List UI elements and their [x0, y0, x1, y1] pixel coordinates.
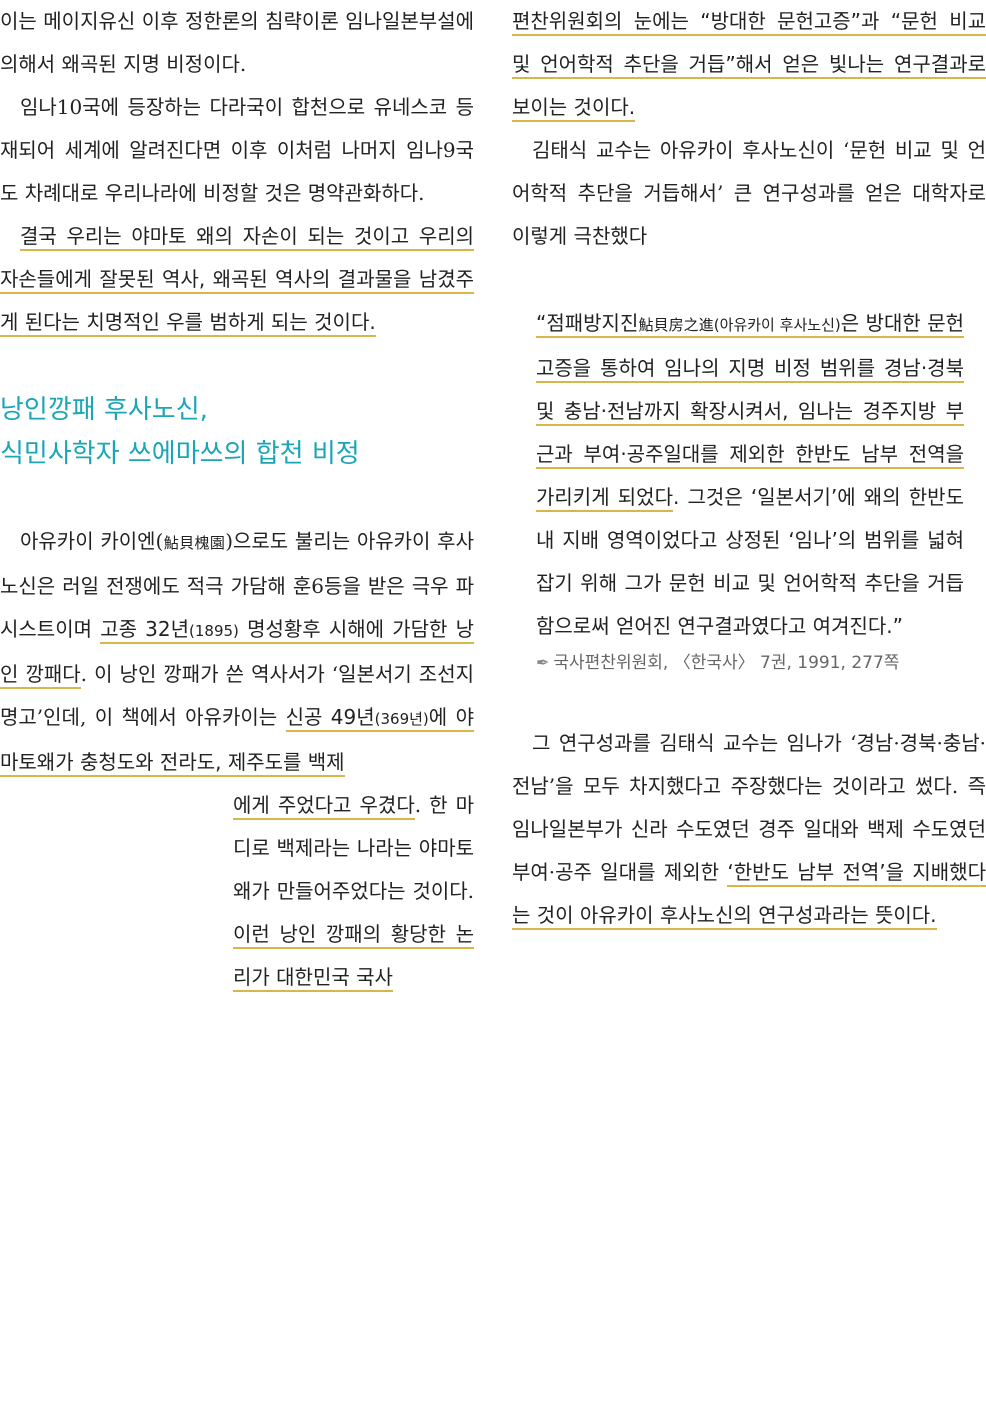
paragraph-narrow: 에게 주었다고 우겼다. 한 마디로 백제라는 나라는 야마토왜가 만들어주었다… — [233, 784, 474, 999]
section-heading: 낭인깡패 후사노신, 식민사학자 쓰에마쓰의 합천 비정 — [0, 388, 474, 476]
section-heading-line: 낭인깡패 후사노신, — [0, 395, 208, 425]
text: 아유카이 카이엔( — [20, 529, 164, 553]
left-column: 이는 메이지유신 이후 정한론의 침략이론 임나일본부설에 의해서 왜곡된 지명… — [0, 0, 474, 999]
text: . 한 마디로 백제라는 나라는 야마토왜가 만들어주었다는 것이다. — [233, 793, 474, 903]
highlighted-text: “점패방지진鮎貝房之進(아유카이 후사노신)은 방대한 문헌고증을 통하여 임나… — [536, 311, 965, 512]
highlighted-text: 이런 낭인 깡패의 황당한 논리가 대한민국 국사 — [233, 922, 474, 992]
source-citation: ✒국사편찬위원회, 〈한국사〉 7권, 1991, 277쪽 — [512, 648, 986, 678]
pen-icon: ✒ — [536, 653, 550, 672]
section-heading-line: 식민사학자 쓰에마쓰의 합천 비정 — [0, 439, 360, 469]
paragraph: 김태식 교수는 아유카이 후사노신이 ‘문헌 비교 및 언어학적 추단을 거듭해… — [512, 138, 986, 248]
paragraph: 임나10국에 등장하는 다라국이 합천으로 유네스코 등재되어 세계에 알려진다… — [0, 95, 474, 205]
highlighted-text: 결국 우리는 야마토 왜의 자손이 되는 것이고 우리의 자손들에게 잘못된 역… — [0, 224, 474, 337]
quote-text: “점패방지진鮎貝房之進(아유카이 후사노신)은 방대한 문헌고증을 통하여 임나… — [536, 302, 965, 648]
highlighted-text: 에게 주었다고 우겼다 — [233, 793, 415, 820]
paragraph: 결국 우리는 야마토 왜의 자손이 되는 것이고 우리의 자손들에게 잘못된 역… — [0, 215, 474, 344]
text: . 그것은 ‘일본서기’에 왜의 한반도내 지배 영역이었다고 상정된 ‘임나’… — [536, 485, 964, 638]
paragraph: 아유카이 카이엔(鮎貝槐園)으로도 불리는 아유카이 후사노신은 러일 전쟁에도… — [0, 520, 474, 784]
text: 그 연구성과를 김태식 교수는 임나가 ‘경남·경북·충남·전남’을 모두 차지… — [512, 731, 986, 884]
paragraph: 그 연구성과를 김태식 교수는 임나가 ‘경남·경북·충남·전남’을 모두 차지… — [512, 722, 986, 937]
quote-block: “점패방지진鮎貝房之進(아유카이 후사노신)은 방대한 문헌고증을 통하여 임나… — [512, 302, 986, 648]
paragraph: 편찬위원회의 눈에는 “방대한 문헌고증”과 “문헌 비교 및 언어학적 추단을… — [512, 0, 986, 129]
source-text: 국사편찬위원회, 〈한국사〉 7권, 1991, 277쪽 — [553, 653, 900, 673]
text: )으로도 불리는 아유카이 후사노신은 러일 전쟁에도 적극 가담해 훈6등을 … — [0, 529, 474, 641]
hanja-text: 鮎貝槐園 — [163, 534, 226, 552]
paragraph: 이는 메이지유신 이후 정한론의 침략이론 임나일본부설에 의해서 왜곡된 지명… — [0, 9, 474, 76]
text: . 이 낭인 깡패가 쓴 역사서가 ‘일본서기 조선지명고’인데, 이 책에서 … — [0, 662, 474, 729]
highlighted-text: 편찬위원회의 눈에는 “방대한 문헌고증”과 “문헌 비교 및 언어학적 추단을… — [512, 9, 986, 122]
right-column: 편찬위원회의 눈에는 “방대한 문헌고증”과 “문헌 비교 및 언어학적 추단을… — [512, 0, 986, 937]
